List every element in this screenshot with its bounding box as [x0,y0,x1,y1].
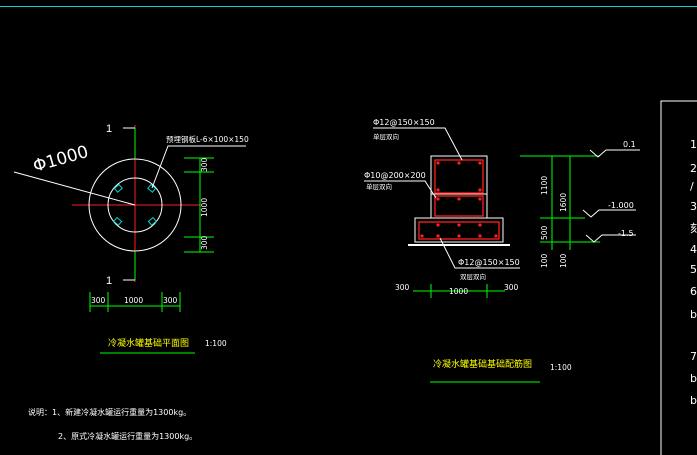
right-panel-frame [660,100,697,455]
plan-outer-circle [88,158,182,252]
section-dim-bottom-2: 1000 [449,287,468,296]
rebar-cage [418,159,500,240]
right-panel-char-10: 7 [690,350,697,363]
rebar-bottom-leader [439,237,520,269]
section-scale: 1:100 [550,363,572,372]
right-panel-char-5: 刻 [690,222,697,235]
rebar-mid-label: Φ10@200×200 [364,171,426,180]
plan-title: 冷凝水罐基础平面图 [108,337,189,349]
top-border-line [0,6,697,7]
rebar-mid-note: 单层双向 [366,182,392,191]
right-panel-char-3: / [690,180,694,193]
right-panel-char-7: 5 [690,263,697,276]
plan-scale: 1:100 [205,339,227,348]
plan-dim-right-1: 300 [200,157,209,172]
section-dim-v-1: 1100 [540,176,549,195]
axis-mark-bottom: 1 [106,275,112,287]
note-line-2: 2、原式冷凝水罐运行重量为1300kg。 [58,432,198,441]
plan-dim-bottom-3: 300 [163,296,178,305]
section-dims-vertical [520,155,600,250]
diameter-leader [13,171,136,206]
section-dim-v-3: 100 [540,253,549,268]
elev-top-label: 0.1 [623,140,636,149]
embed-leader [151,145,246,189]
section-title: 冷凝水罐基础基础配筋图 [433,358,532,370]
pier-outline [430,155,488,195]
embed-plate-3 [113,216,123,226]
plan-dim-bottom-1: 300 [91,296,106,305]
plan-dims-bottom [89,292,181,312]
elev-bottom-label: -1.5 [618,229,634,238]
right-panel-char-12: b [690,394,697,407]
right-panel-char-9: b [690,308,697,321]
right-panel-char-8: 6 [690,285,697,298]
right-panel-char-11: b [690,372,697,385]
section-dim-bottom-3: 300 [504,283,519,292]
plan-dim-right-3: 300 [200,235,209,250]
embed-plate-4 [147,216,157,226]
note-line-1: 说明：1、新建冷凝水罐运行重量为1300kg。 [28,408,192,417]
plan-dim-right-2: 1000 [200,198,209,217]
rebar-mid-leader [364,180,437,199]
section-dims-bottom [413,284,505,298]
rebar-top-note: 单层双向 [373,132,399,141]
embed-plate-2 [147,183,157,193]
embed-plate-1 [113,183,123,193]
diameter-label: Φ1000 [31,142,91,177]
embed-label: 预埋钢板L-6×100×150 [166,134,249,144]
plan-dim-bottom-2: 1000 [124,296,143,305]
section-dim-v-4: 1600 [559,193,568,212]
section-view: Φ12@150×150 单层双向 Φ10@200×200 单层双向 Φ12@15… [364,118,640,383]
rebar-bottom-note: 双层双向 [460,272,486,281]
elev-mid-label: -1.000 [608,201,634,210]
plan-dims-right [184,157,214,253]
right-panel-char-1: 1 [690,138,697,151]
plan-view: 1 1 Φ1000 预埋钢板L-6×100×150 300 1000 300 [13,123,249,354]
section-dim-bottom-1: 300 [395,283,410,292]
right-panel-char-6: 4 [690,243,697,256]
section-dim-v-5: 100 [559,253,568,268]
rebar-top-leader [373,127,463,161]
right-panel-char-4: 3 [690,200,697,213]
rebar-top-label: Φ12@150×150 [373,118,435,127]
footing-outline [414,217,504,243]
section-dim-v-2: 500 [540,225,549,240]
plan-inner-circle [107,177,163,233]
right-panel-char-2: 2 [690,162,697,175]
rebar-bottom-label: Φ12@150×150 [458,258,520,267]
elevation-marks [582,149,640,243]
rebar-dots [420,161,498,238]
axis-mark-top: 1 [106,123,112,135]
